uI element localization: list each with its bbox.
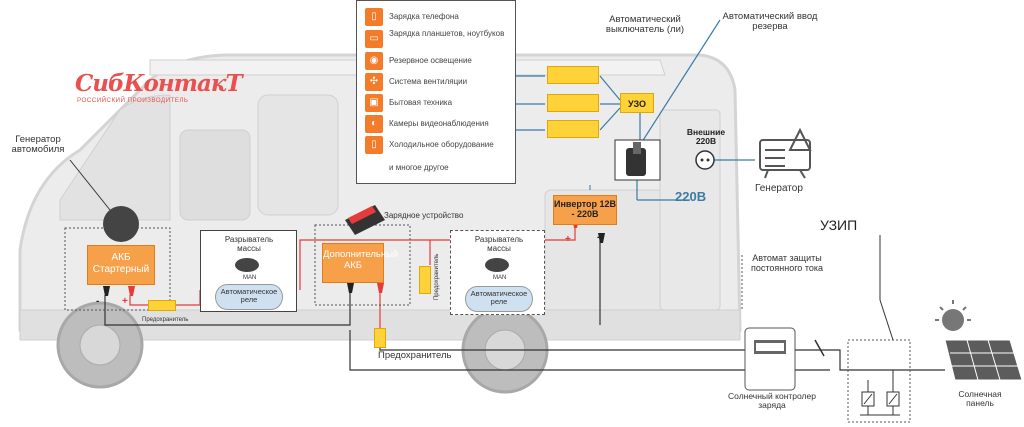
legend-item: ▭Зарядка планшетов, ноутбуков (365, 29, 513, 48)
uzip-box (847, 339, 911, 423)
blue-wires (514, 19, 755, 201)
akb-starter-box: АКБ Стартерный (87, 245, 155, 285)
tablet-icon: ▭ (365, 30, 383, 48)
solar-panel-label: Солнечная панель (958, 389, 1002, 409)
legend-item: ▣Бытовая техника (365, 94, 513, 112)
fuse-main (374, 328, 386, 348)
logo-tagline: РОССИЙСКИЙ ПРОИЗВОДИТЕЛЬ (77, 97, 189, 104)
camera-icon: ◐ (365, 115, 383, 133)
fuse-vertical-label: Предохранитель (434, 253, 440, 300)
generator-label: Генератор (755, 183, 803, 194)
plus-sign: + (565, 234, 571, 245)
external-220-label: Внешние 220В (686, 127, 726, 147)
solar-controller-label: Солнечный контролер заряда (728, 391, 816, 411)
fan-icon: ✣ (365, 73, 383, 91)
microwave-icon: ▣ (365, 94, 383, 112)
phone-icon: ▯ (365, 8, 383, 26)
solar-panel-icon (935, 300, 1023, 381)
legend-more: и многое другое (389, 163, 449, 172)
dc-breaker-icon (814, 339, 825, 357)
mass-breaker-panel-1: Разрыватель массы MAN Автоматическое рел… (200, 230, 297, 312)
mass-breaker-icon (235, 258, 259, 272)
minus-sign: - (96, 296, 100, 307)
charger-label: Зарядное устройство (384, 211, 464, 220)
extra-akb-group-box (314, 224, 411, 306)
minus-sign: - (597, 232, 601, 243)
auto-relay-2: Автоматическое реле (465, 286, 533, 312)
fuse-vertical (419, 266, 431, 294)
legend-item: ◐Камеры видеонаблюдения (365, 115, 513, 133)
car-generator-icon (103, 206, 139, 242)
fuse-small-label: Предохранитель (142, 317, 189, 323)
plus-sign: + (122, 296, 128, 307)
uzo-box: УЗО (620, 93, 654, 113)
van-windshield (59, 94, 171, 221)
mass-breaker-panel-2: Разрыватель массы MAN Автоматическое рел… (450, 230, 545, 315)
auto-relay-1: Автоматическое реле (215, 284, 283, 310)
v220-label: 220В (675, 189, 707, 204)
breaker-1 (547, 66, 599, 84)
akb-extra-box: Дополнительный АКБ (322, 243, 398, 283)
auto-reserve-label: Автоматический ввод резерва (722, 11, 818, 33)
legend-item: ✣Система вентиляции (365, 73, 513, 91)
battery-terminals (103, 218, 605, 296)
legend-item: ▯Холодильное оборудование (365, 136, 513, 154)
external-socket-icon (695, 150, 715, 170)
car-generator-label: Генератор автомобиля (11, 134, 65, 156)
consumers-legend: ▯Зарядка телефона ▭Зарядка планшетов, но… (356, 0, 516, 184)
auto-breaker-label: Автоматический выключатель (ли) (605, 14, 685, 36)
van-side-window (179, 129, 251, 221)
logo-name: СибКонтакТ (75, 70, 243, 97)
charger-icon (345, 205, 385, 235)
fridge-icon: ▯ (365, 136, 383, 154)
bulb-icon: ◉ (365, 52, 383, 70)
uzip-label: УЗИП (820, 217, 858, 233)
breaker-3 (547, 120, 599, 138)
fuse-main-label: Предохранитель (378, 350, 452, 361)
solar-controller-icon (744, 327, 796, 391)
van-rear-window (257, 94, 339, 216)
company-logo: СибКонтакТ РОССИЙСКИЙ ПРОИЗВОДИТЕЛЬ (75, 70, 243, 104)
fuse-small (148, 300, 176, 311)
legend-item: ◉Резервное освещение (365, 52, 513, 70)
generator-icon (759, 127, 812, 179)
mass-breaker-icon (485, 258, 509, 272)
inverter-box: Инвертор 12В - 220В (553, 195, 617, 225)
dc-breaker-label: Автомат защиты постоянного тока (751, 253, 823, 273)
breaker-2 (547, 94, 599, 112)
legend-item: ▯Зарядка телефона (365, 8, 513, 26)
